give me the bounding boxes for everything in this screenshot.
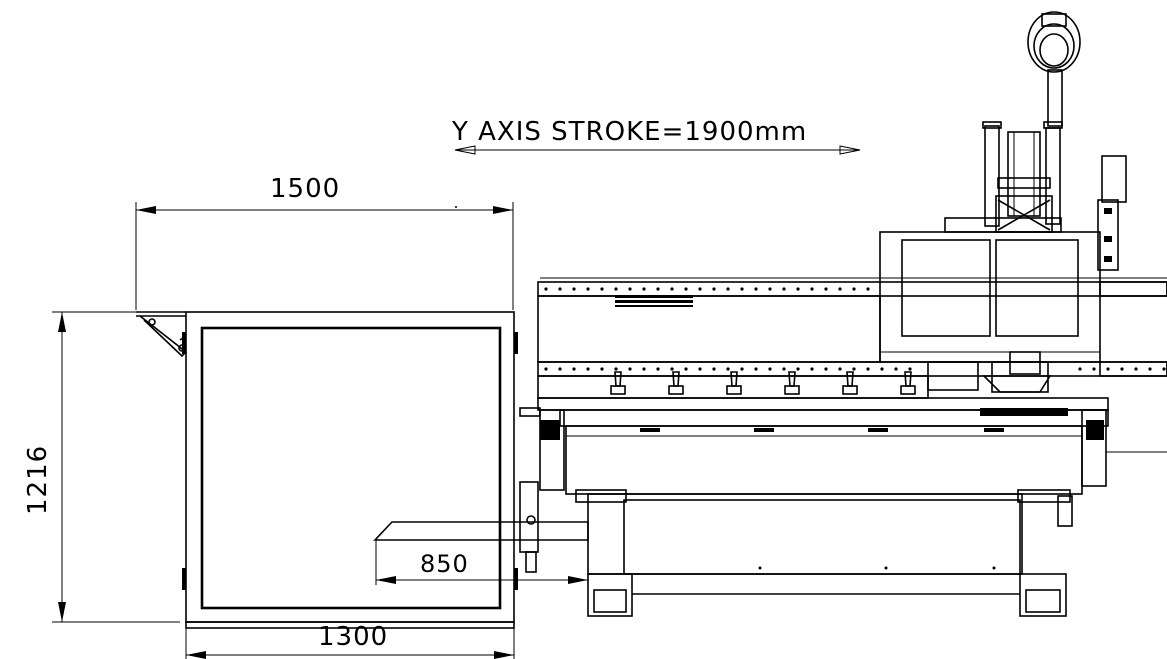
dimension-1300-label: 1300 xyxy=(318,622,388,652)
tool-holder xyxy=(726,371,742,395)
machine-bed xyxy=(519,397,1167,617)
dimension-1216-label: 1216 xyxy=(23,445,53,515)
y-axis-stroke-label: Y AXIS STROKE=1900mm xyxy=(451,117,807,147)
tool-holder xyxy=(900,371,916,395)
lower-rail-rivets xyxy=(544,367,1166,371)
dimension-1500-label: 1500 xyxy=(270,174,340,204)
tool-holders xyxy=(610,371,916,395)
loading-table xyxy=(136,311,518,629)
dimension-1500: 1500 xyxy=(135,174,514,310)
tool-holder xyxy=(668,371,684,395)
spindle-head xyxy=(879,11,1127,416)
y-axis-stroke-dimension: Y AXIS STROKE=1900mm xyxy=(451,117,861,155)
dimension-1216: 1216 xyxy=(23,311,180,623)
tool-holder xyxy=(784,371,800,395)
dimension-850: 850 xyxy=(376,550,588,584)
tool-holder xyxy=(610,371,626,395)
tool-holder xyxy=(842,371,858,395)
dimension-850-label: 850 xyxy=(420,550,469,578)
top-rail-rivets xyxy=(544,287,870,291)
dimension-1300: 1300 xyxy=(185,622,515,659)
